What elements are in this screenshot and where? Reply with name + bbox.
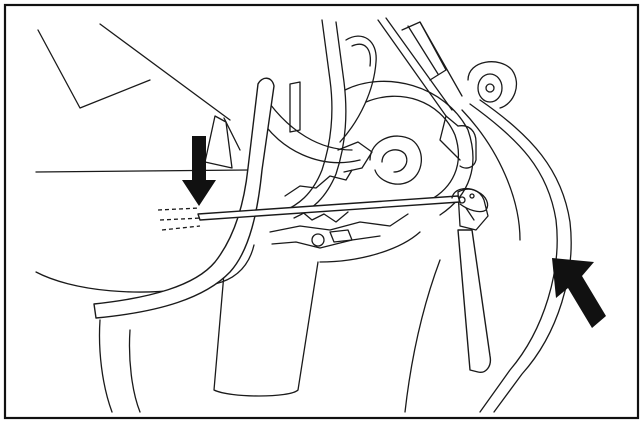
center-hub-assembly [259, 80, 474, 249]
handle-rod [93, 77, 275, 319]
pulley [467, 61, 517, 109]
housing-panel [35, 23, 255, 293]
hidden-line-indicator [157, 207, 203, 231]
side-rail [461, 99, 572, 413]
frame-border [3, 3, 640, 420]
lower-chute [98, 231, 441, 413]
down-arrow [182, 136, 216, 206]
lever-arm [457, 188, 492, 373]
right-bracket [377, 17, 477, 169]
linkage-rod [197, 187, 489, 221]
up-left-arrow [552, 258, 606, 328]
